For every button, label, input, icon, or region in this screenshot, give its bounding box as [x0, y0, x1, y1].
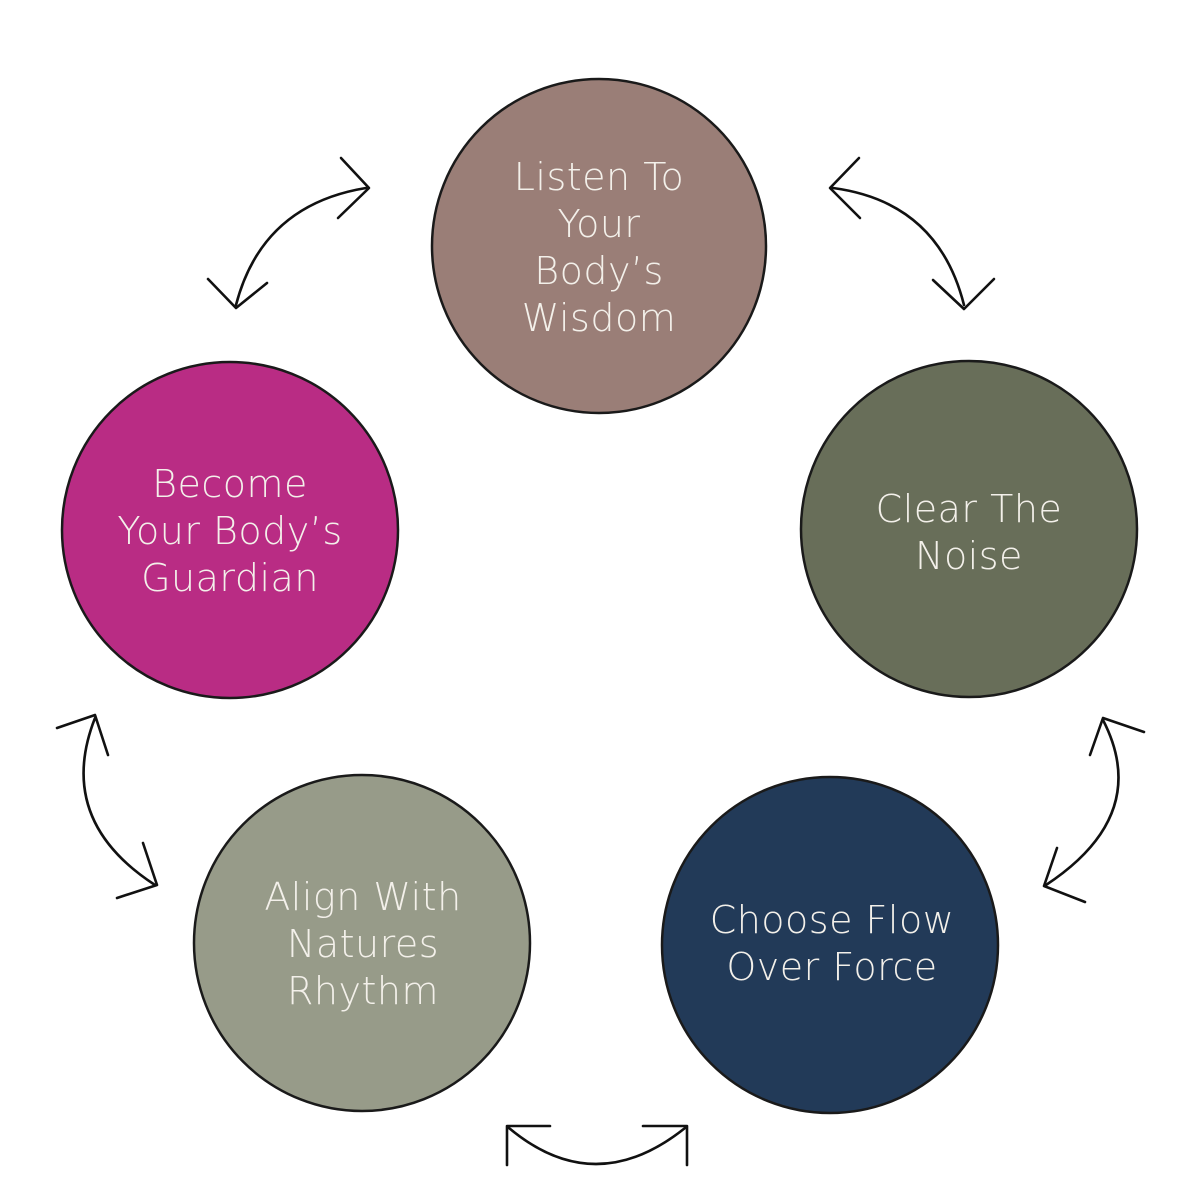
arrow-clear-choose [1042, 716, 1146, 904]
arrow-align-become-head-start [55, 713, 110, 757]
label-line: Become [152, 462, 308, 506]
label-line: Clear The [876, 487, 1063, 531]
arrow-clear-choose-curve [1044, 718, 1120, 887]
arrow-become-listen-curve [234, 186, 368, 307]
arrow-choose-align-curve [507, 1126, 687, 1166]
label-line: Noise [915, 534, 1023, 578]
label-line: Align With [264, 875, 461, 919]
arrow-choose-align-head-start [505, 1124, 552, 1167]
label-line: Guardian [141, 556, 319, 600]
node-choose-circle [660, 775, 1000, 1115]
label-line: Natures [287, 922, 439, 966]
arrow-become-listen [206, 156, 371, 310]
arrows [55, 156, 1146, 1167]
arrow-listen-clear-curve [831, 186, 966, 307]
label-line: Wisdom [522, 296, 676, 340]
arrow-become-listen-head-start [206, 277, 269, 310]
arrow-become-listen-head-end [336, 156, 371, 220]
node-listen-circle [430, 77, 768, 415]
label-line: Your Body’s [117, 509, 342, 553]
arrow-listen-clear-head-start [828, 156, 862, 220]
node-clear-circle [799, 359, 1139, 699]
node-become-circle [60, 360, 400, 700]
arrow-align-become-curve [82, 716, 157, 887]
arrow-choose-align [505, 1124, 689, 1167]
label-line: Over Force [726, 945, 937, 989]
label-line: Your [557, 202, 640, 246]
label-line: Listen To [514, 155, 684, 199]
arrow-clear-choose-head-end [1042, 846, 1087, 904]
arrow-clear-choose-head-start [1088, 716, 1146, 757]
label-line: Rhythm [287, 969, 439, 1013]
arrow-choose-align-head-end [641, 1124, 689, 1167]
arrow-align-become-head-end [115, 841, 159, 900]
arrow-listen-clear [828, 156, 996, 311]
label-line: Choose Flow [710, 898, 955, 942]
arrow-listen-clear-head-end [931, 277, 996, 311]
node-align-circle [192, 773, 532, 1113]
label-line: Body’s [534, 249, 664, 293]
arrow-align-become [55, 713, 159, 900]
